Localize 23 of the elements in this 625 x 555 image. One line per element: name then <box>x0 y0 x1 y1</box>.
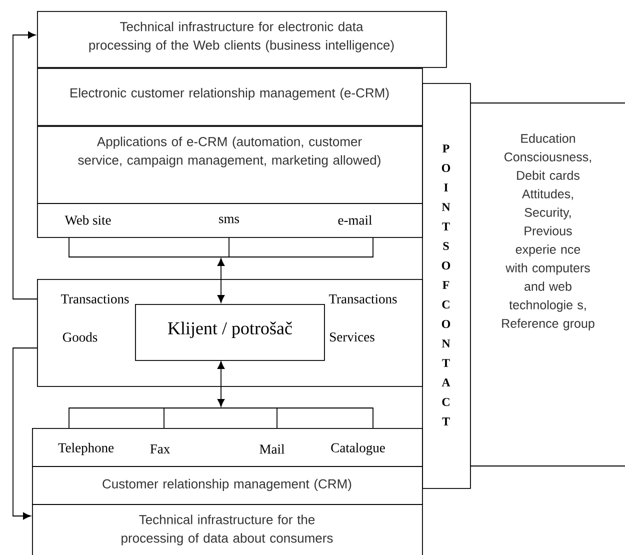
text-box: Applications of e-CRM (automation, customer service, campaign management, marketing allowed) <box>37 126 423 204</box>
channel-label: Mail <box>260 444 284 454</box>
channel-label: sms <box>219 216 240 224</box>
arrow <box>12 348 38 520</box>
text-box: Technical infrastructure for electronic data processing of the Web clients (business intelligence) <box>37 11 447 68</box>
arrow <box>12 31 38 300</box>
text-box: Customer relationship management (CRM) <box>32 466 423 505</box>
arrow <box>217 258 225 303</box>
vertical-band: POINTS OF CONTACT <box>422 83 471 489</box>
arrow <box>217 361 225 407</box>
channel-label: Services <box>330 332 374 342</box>
channel-label: e-mail <box>338 215 372 225</box>
channel-label: Goods <box>62 332 98 342</box>
client-box: Klijent / potrošač <box>135 304 325 361</box>
channel-label: Transactions <box>61 294 129 304</box>
text-box: Technical infrastructure for the processing of data about consumers <box>32 504 423 555</box>
open-panel: Education Consciousness, Debit cards Attitudes, Security, Previous experie nce with computers and web technologie s, Reference group <box>470 102 625 466</box>
text-box: Electronic customer relationship management (e-CRM) <box>37 68 423 126</box>
channel-label: Transactions <box>329 294 397 304</box>
channel-label: Fax <box>150 444 170 454</box>
channel-label: Telephone <box>58 442 114 456</box>
channel-label: Catalogue <box>331 442 385 456</box>
channel-label: Web site <box>64 215 111 225</box>
